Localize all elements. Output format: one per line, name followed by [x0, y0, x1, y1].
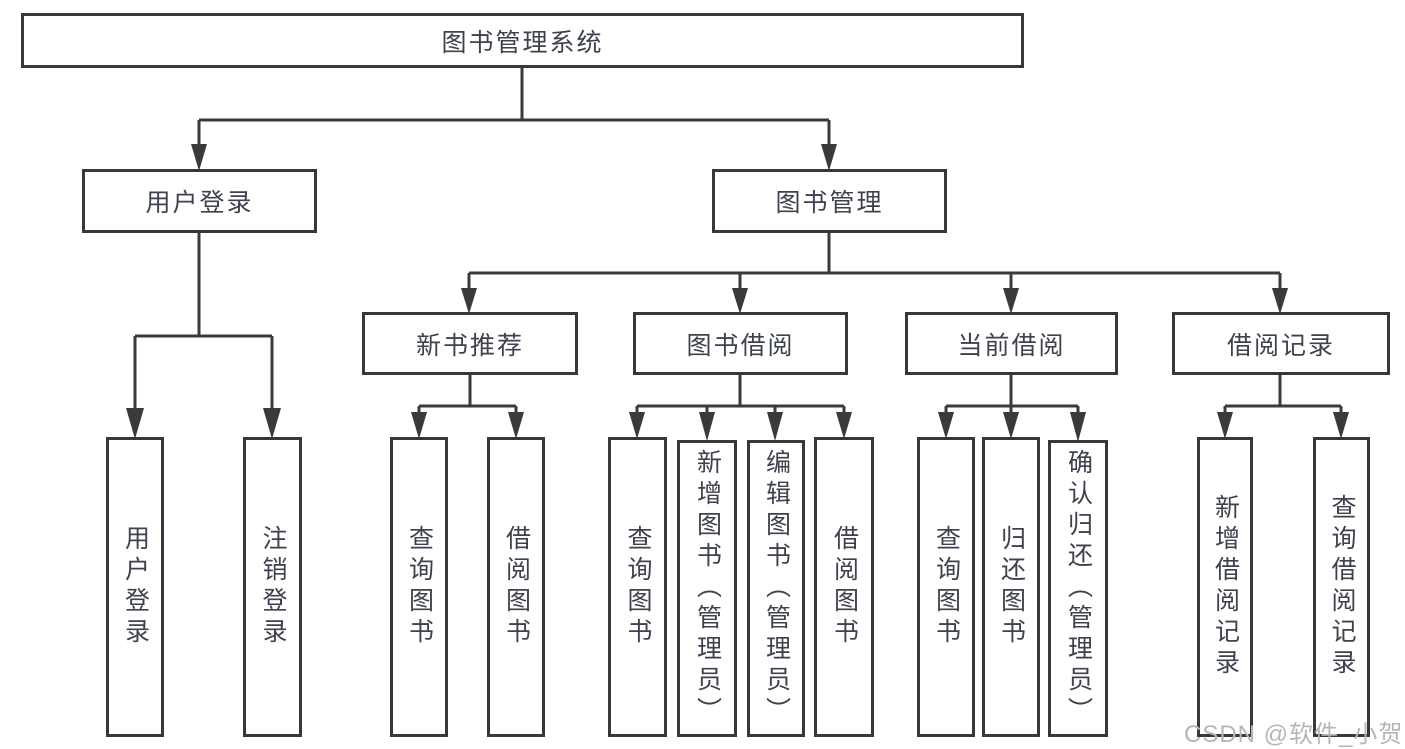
node-book-borrowing-label: 图书借阅 — [686, 331, 795, 360]
node-borrow-records-label: 借阅记录 — [1226, 331, 1335, 360]
node-root: 图书管理系统 — [21, 13, 1024, 68]
node-borrow-records: 借阅记录 — [1172, 312, 1390, 375]
leaf-borrowing-borrow-label: 借阅图书 — [830, 525, 859, 649]
leaf-logout: 注销登录 — [243, 437, 302, 737]
node-new-book-recommend: 新书推荐 — [362, 312, 578, 375]
leaf-borrowing-query-label: 查询图书 — [624, 525, 652, 649]
node-current-borrowing: 当前借阅 — [905, 312, 1118, 375]
leaf-user-login-label: 用户登录 — [121, 525, 150, 649]
node-current-borrowing-label: 当前借阅 — [957, 331, 1066, 360]
leaf-records-query-label: 查询借阅记录 — [1328, 494, 1356, 680]
leaf-current-confirm-admin: 确认归还（管理员） — [1048, 440, 1108, 737]
node-book-management: 图书管理 — [712, 169, 947, 233]
leaf-borrowing-add-admin-label: 新增图书（管理员） — [693, 449, 722, 728]
leaf-newbooks-query: 查询图书 — [390, 437, 448, 737]
leaf-current-query: 查询图书 — [917, 437, 975, 737]
leaf-borrowing-borrow: 借阅图书 — [814, 437, 874, 737]
leaf-records-add-label: 新增借阅记录 — [1211, 494, 1240, 680]
node-user-login: 用户登录 — [82, 169, 317, 233]
leaf-newbooks-borrow: 借阅图书 — [487, 437, 545, 737]
leaf-user-login: 用户登录 — [106, 437, 164, 737]
leaf-borrowing-query: 查询图书 — [608, 437, 667, 737]
leaf-records-add: 新增借阅记录 — [1197, 437, 1253, 737]
node-user-login-label: 用户登录 — [145, 189, 254, 217]
node-root-label: 图书管理系统 — [441, 28, 604, 57]
leaf-newbooks-query-label: 查询图书 — [405, 525, 434, 649]
leaf-current-return: 归还图书 — [982, 437, 1040, 737]
node-book-management-label: 图书管理 — [775, 189, 884, 217]
leaf-borrowing-edit-admin: 编辑图书（管理员） — [747, 440, 805, 737]
leaf-current-confirm-admin-label: 确认归还（管理员） — [1064, 449, 1093, 728]
leaf-newbooks-borrow-label: 借阅图书 — [502, 525, 531, 649]
arrowhead-icons — [126, 144, 1349, 442]
leaf-current-return-label: 归还图书 — [997, 525, 1026, 649]
node-new-book-recommend-label: 新书推荐 — [415, 331, 524, 360]
leaf-borrowing-add-admin: 新增图书（管理员） — [677, 440, 737, 737]
watermark: CSDN @软件_小贺同学 — [1184, 721, 1405, 748]
leaf-logout-label: 注销登录 — [259, 525, 287, 649]
leaf-current-query-label: 查询图书 — [932, 525, 961, 649]
leaf-borrowing-edit-admin-label: 编辑图书（管理员） — [762, 449, 791, 728]
node-book-borrowing: 图书借阅 — [633, 312, 848, 375]
leaf-records-query: 查询借阅记录 — [1313, 437, 1370, 737]
